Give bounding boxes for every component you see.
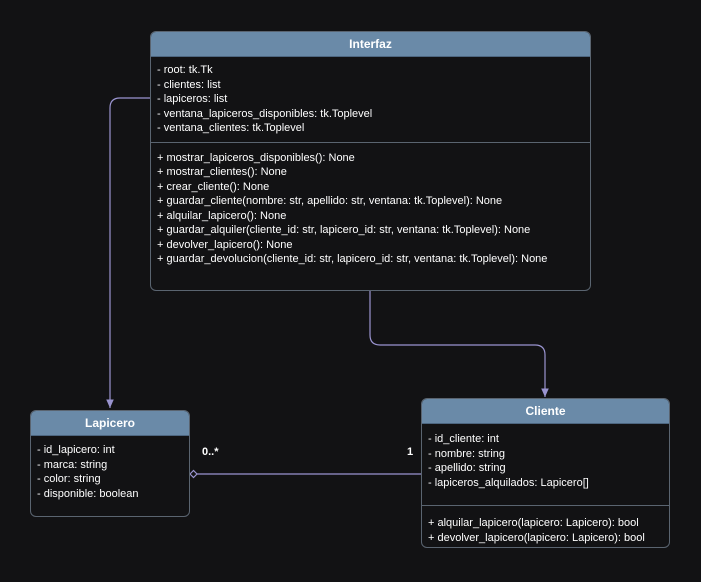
section-divider: [422, 505, 669, 506]
attribute: - root: tk.Tk: [157, 64, 213, 76]
interfaz-to-cliente-arrow: [369, 291, 549, 397]
interfaz-to-lapicero-arrow: [106, 97, 150, 408]
class-lapicero-title: Lapicero: [31, 411, 189, 436]
method: + devolver_lapicero(lapicero: Lapicero):…: [428, 531, 645, 544]
attribute: - nombre: string: [428, 447, 506, 460]
lapicero-multiplicity: 0..*: [202, 446, 219, 458]
attribute: - apellido: string: [428, 462, 506, 474]
method: + devolver_lapicero(): None: [157, 238, 293, 251]
method: + guardar_devolucion(cliente_id: str, la…: [157, 253, 548, 265]
method: + guardar_alquiler(cliente_id: str, lapi…: [157, 224, 531, 236]
attribute: - id_cliente: int: [428, 433, 499, 445]
class-interfaz-methods: + mostrar_lapiceros_disponibles(): None …: [151, 143, 590, 271]
attribute: - id_lapicero: int: [37, 444, 115, 456]
method: + mostrar_lapiceros_disponibles(): None: [157, 151, 355, 164]
class-interfaz-attributes: - root: tk.Tk - clientes: list - lapicer…: [151, 57, 590, 140]
method: + alquilar_lapicero(lapicero: Lapicero):…: [428, 517, 639, 529]
attribute: - ventana_lapiceros_disponibles: tk.Topl…: [157, 107, 373, 120]
attribute: - lapiceros: list: [157, 93, 228, 105]
attribute: - lapiceros_alquilados: Lapicero[]: [428, 476, 589, 489]
method: + guardar_cliente(nombre: str, apellido:…: [157, 195, 503, 207]
attribute: - clientes: list: [157, 78, 221, 91]
class-cliente[interactable]: Cliente - id_cliente: int - nombre: stri…: [421, 398, 670, 548]
attribute: - disponible: boolean: [37, 487, 139, 500]
class-interfaz-title: Interfaz: [151, 32, 590, 57]
class-lapicero[interactable]: Lapicero - id_lapicero: int - marca: str…: [30, 410, 190, 517]
section-divider: [151, 141, 590, 143]
method: + crear_cliente(): None: [157, 180, 270, 193]
method: + mostrar_clientes(): None: [157, 166, 287, 178]
class-interfaz[interactable]: Interfaz - root: tk.Tk - clientes: list …: [150, 31, 591, 291]
attribute: - ventana_clientes: tk.Toplevel: [157, 122, 305, 134]
aggregation-diamond: [189, 469, 198, 479]
class-lapicero-attributes: - id_lapicero: int - marca: string - col…: [31, 436, 189, 505]
class-cliente-title: Cliente: [422, 399, 669, 424]
method: + alquilar_lapicero(): None: [157, 209, 287, 222]
attribute: - marca: string: [37, 458, 108, 471]
class-cliente-methods: + alquilar_lapicero(lapicero: Lapicero):…: [422, 506, 669, 547]
attribute: - color: string: [37, 473, 101, 485]
cliente-multiplicity: 1: [407, 446, 414, 458]
class-cliente-attributes: - id_cliente: int - nombre: string - ape…: [422, 424, 669, 494]
